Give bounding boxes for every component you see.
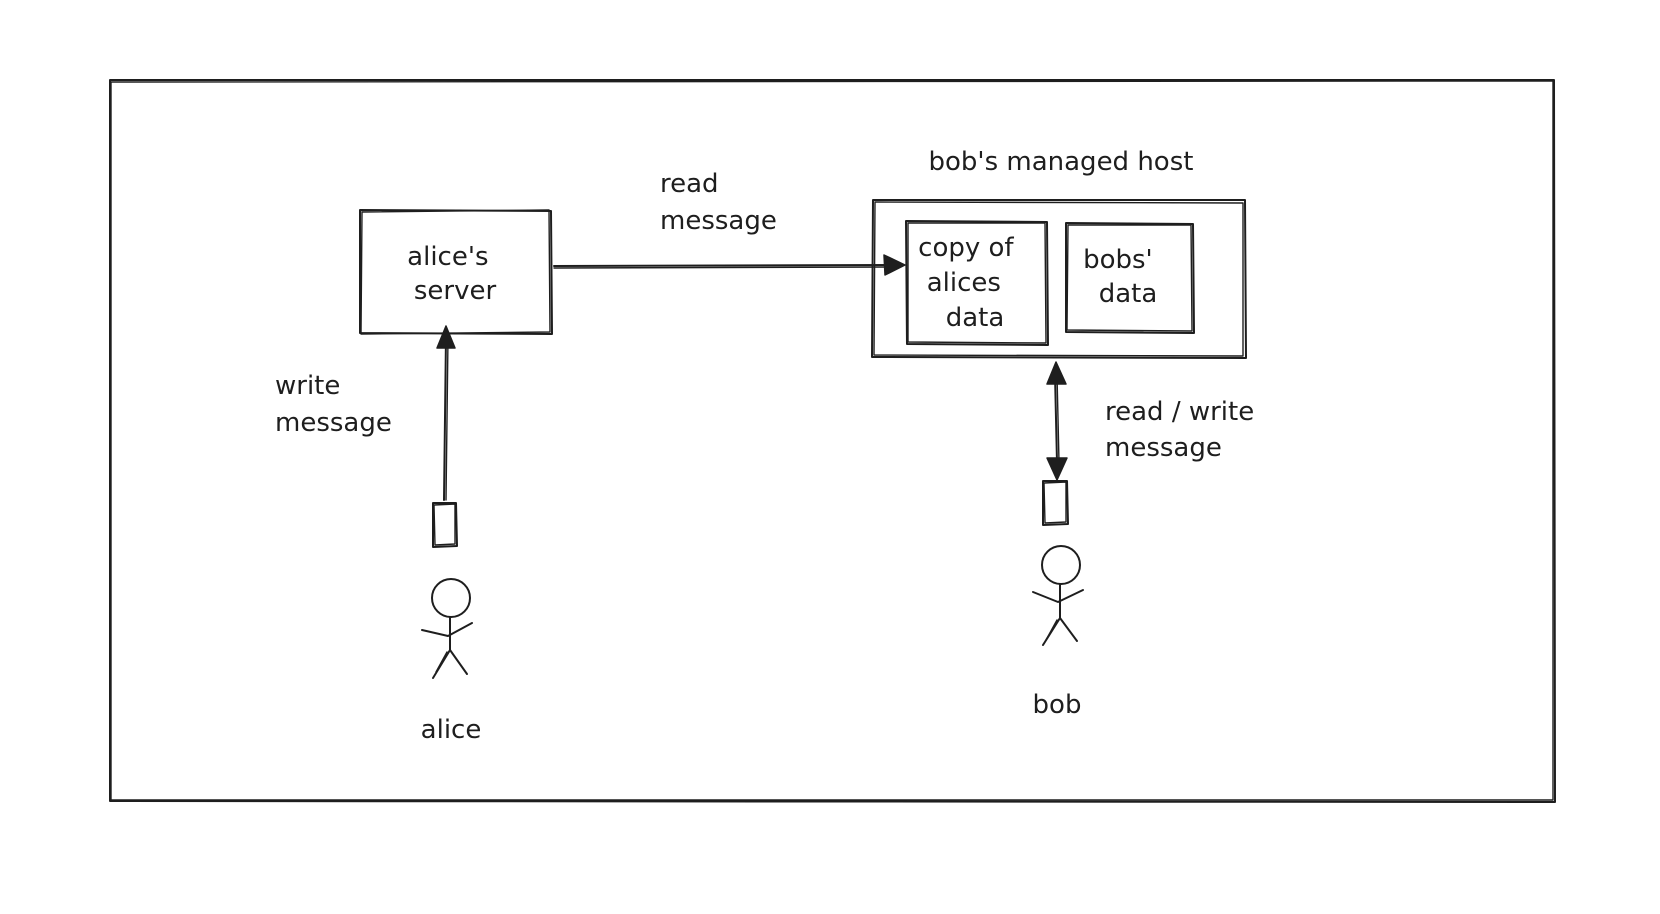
- bobs-data-line1: bobs': [1083, 245, 1153, 275]
- outer-frame: [109, 79, 1556, 803]
- bobs-managed-host-box: bob's managed host copy of alices data b…: [871, 147, 1247, 359]
- read-write-message-line1: read / write: [1105, 397, 1254, 427]
- alices-server-box: alice's server: [359, 209, 553, 335]
- bob-actor: bob: [1032, 480, 1084, 720]
- bobs-managed-host-label: bob's managed host: [929, 147, 1194, 177]
- bob-device-icon: [1042, 480, 1069, 526]
- write-message-arrow: write message: [275, 325, 456, 501]
- copy-of-alices-data-label: copy of alices data: [918, 233, 1022, 333]
- copy-of-alices-data-line2: alices: [927, 268, 1001, 298]
- copy-of-alices-data-line3: data: [946, 303, 1005, 333]
- write-message-label: write message: [275, 371, 392, 438]
- read-message-label: read message: [660, 169, 777, 236]
- write-message-arrowhead: [436, 325, 456, 349]
- read-write-arrowhead-down: [1046, 457, 1068, 481]
- alice-actor: alice: [421, 502, 482, 745]
- alice-label: alice: [421, 715, 482, 745]
- write-message-line2: message: [275, 408, 392, 438]
- alice-device-icon: [432, 502, 458, 548]
- bobs-data-line2: data: [1099, 279, 1158, 309]
- read-message-arrowhead: [883, 254, 906, 276]
- read-write-message-arrow: read / write message: [1046, 361, 1262, 481]
- write-message-line1: write: [275, 371, 340, 401]
- bobs-data-label: bobs' data: [1083, 245, 1161, 309]
- alices-server-label-line2: server: [414, 276, 497, 306]
- read-message-arrow: read message: [553, 169, 906, 276]
- alices-server-label-line1: alice's: [407, 242, 488, 272]
- read-message-line1: read: [660, 169, 719, 199]
- read-write-arrowhead-up: [1046, 361, 1067, 385]
- bob-label: bob: [1033, 690, 1082, 720]
- bobs-data-box: bobs' data: [1065, 222, 1195, 334]
- copy-of-alices-data-box: copy of alices data: [905, 220, 1049, 346]
- alice-person-icon: [421, 578, 473, 679]
- bob-person-icon: [1032, 545, 1084, 646]
- copy-of-alices-data-line1: copy of: [918, 233, 1014, 263]
- read-message-line2: message: [660, 206, 777, 236]
- alices-server-label: alice's server: [407, 242, 497, 306]
- read-write-message-label: read / write message: [1105, 397, 1262, 463]
- read-write-message-line2: message: [1105, 433, 1222, 463]
